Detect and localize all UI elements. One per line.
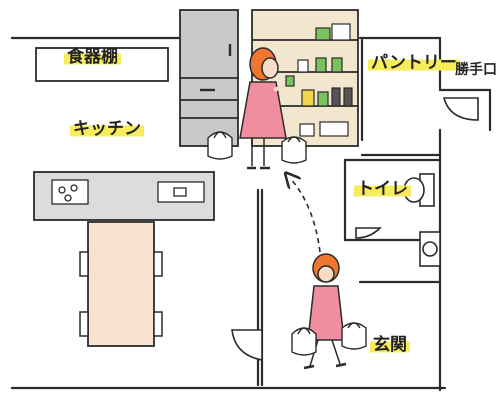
woman-walking-icon (303, 253, 347, 370)
door-swings (231, 97, 479, 361)
pantry-label: パントリー (368, 54, 460, 73)
kitchen-counter (33, 171, 215, 221)
entrance-label: 玄関 (370, 336, 410, 355)
shopping-bag-icon (207, 131, 307, 164)
stove-icon (51, 179, 89, 205)
wash-basin-icon (419, 231, 441, 267)
woman-icon (239, 47, 295, 170)
shopping-bag-icon (291, 322, 367, 356)
sink-icon (157, 181, 205, 203)
refrigerator-icon (179, 9, 239, 147)
dish-cabinet-label: 食器棚 (64, 48, 121, 67)
service-door-label: 勝手口 (455, 62, 497, 78)
arrow-icon (290, 178, 321, 253)
toilet-label: トイレ (354, 180, 411, 199)
dining-table (79, 221, 163, 347)
kitchen-label: キッチン (70, 120, 144, 139)
